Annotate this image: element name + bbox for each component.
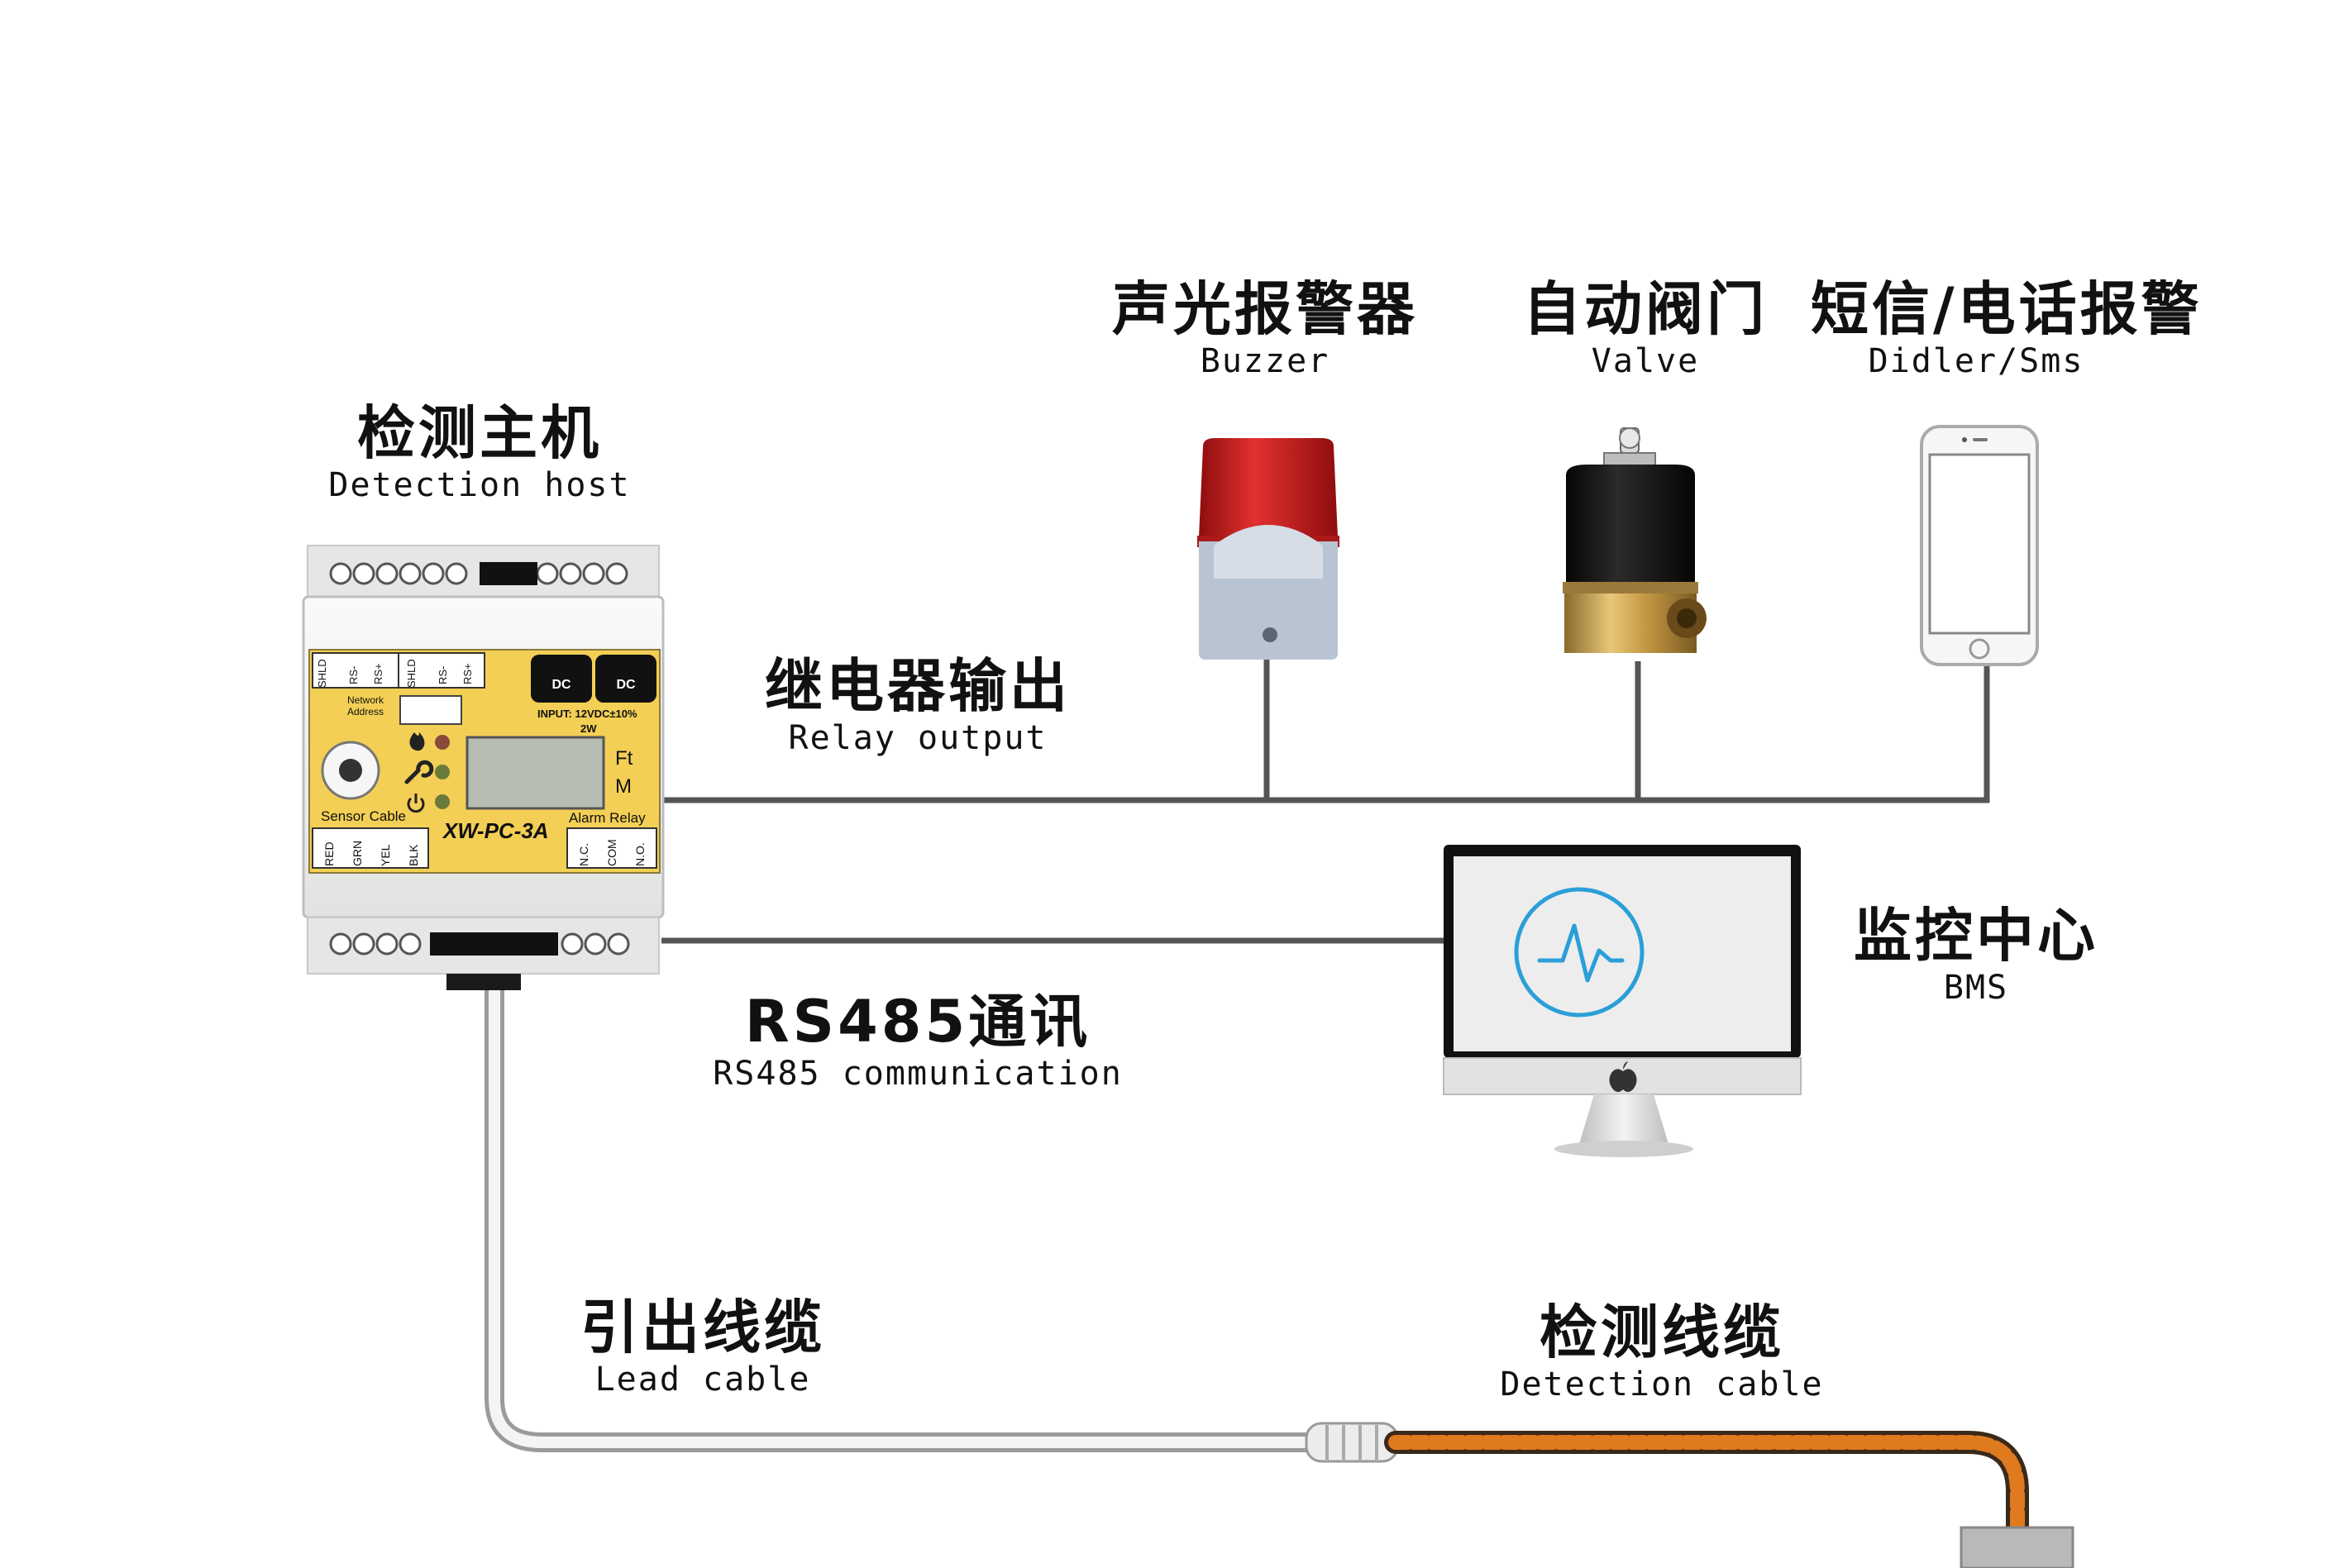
cable-connector <box>1305 1422 1399 1463</box>
lead-cable-label-en: Lead cable <box>594 1361 811 1399</box>
buzzer-label-en: Buzzer <box>1200 342 1330 380</box>
valve-device <box>1563 427 1707 653</box>
detection-cable-label-en: Detection cable <box>1500 1365 1824 1404</box>
term-com: COM <box>605 839 618 866</box>
sms-label: 短信/电话报警 Didler/Sms <box>1811 275 2203 380</box>
term-rs-minus-2: RS- <box>437 665 449 684</box>
flame-icon <box>409 732 425 751</box>
bms-label-cn: 监控中心 <box>1854 902 2098 970</box>
relay-label-cn: 继电器输出 <box>765 652 1071 720</box>
monitor-device <box>1443 845 1802 1157</box>
phone-device <box>1920 425 2039 666</box>
term-rs-plus-2: RS+ <box>461 663 474 684</box>
rs485-label-en: RS485 communication <box>713 1055 1123 1093</box>
term-rs-plus-1: RS+ <box>372 663 384 684</box>
unit-ft-label: Ft <box>615 747 633 770</box>
valve-label-cn: 自动阀门 <box>1523 275 1768 343</box>
host-label-en: Detection host <box>328 466 631 504</box>
valve-label: 自动阀门 Valve <box>1488 276 1802 380</box>
model-label: XW-PC-3A <box>443 818 549 843</box>
detection-cable-label-cn: 检测线缆 <box>1540 1299 1784 1366</box>
detection-cable-label: 检测线缆 Detection cable <box>1497 1299 1827 1404</box>
host-label: 检测主机 Detection host <box>314 400 645 504</box>
unit-m-label: M <box>615 775 632 798</box>
term-blk: BLK <box>407 844 420 866</box>
term-nc: N.C. <box>577 843 590 866</box>
wrench-icon <box>404 760 434 784</box>
pulse-icon <box>1537 923 1625 983</box>
buzzer-label: 声光报警器 Buzzer <box>1100 276 1430 380</box>
bms-label: 监控中心 BMS <box>1819 903 2133 1007</box>
valve-label-en: Valve <box>1591 342 1700 380</box>
buzzer-device <box>1197 438 1339 660</box>
term-no: N.O. <box>633 842 647 866</box>
sms-label-en: Didler/Sms <box>1868 342 2084 380</box>
term-shld-2: SHLD <box>405 659 418 688</box>
dc-label-2: DC <box>616 678 636 692</box>
term-rs-minus-1: RS- <box>347 665 360 684</box>
relay-label: 继电器输出 Relay output <box>728 653 1108 757</box>
network-address-label: Network Address <box>346 694 384 717</box>
cable-end-block <box>1960 1526 2074 1568</box>
detection-host-device <box>302 545 665 990</box>
lead-cable-label-cn: 引出线缆 <box>580 1294 825 1361</box>
host-label-cn: 检测主机 <box>357 399 602 467</box>
term-red: RED <box>322 841 336 866</box>
input-spec-label: INPUT: 12VDC±10% <box>537 708 637 720</box>
power-icon <box>407 794 425 813</box>
term-grn: GRN <box>351 840 364 866</box>
buzzer-label-cn: 声光报警器 <box>1112 275 1418 343</box>
lead-cable-label: 引出线缆 Lead cable <box>546 1294 860 1399</box>
term-yel: YEL <box>379 844 392 866</box>
term-shld-1: SHLD <box>316 659 328 688</box>
alarm-relay-label: Alarm Relay <box>569 810 646 826</box>
sensor-cable-label: Sensor Cable <box>321 808 407 824</box>
sms-label-cn: 短信/电话报警 <box>1811 275 2203 343</box>
power-spec-label: 2W <box>580 722 597 735</box>
bms-label-en: BMS <box>1943 969 2009 1007</box>
relay-output-wires <box>661 657 1990 803</box>
dc-label-1: DC <box>551 678 571 692</box>
apple-icon <box>1609 1061 1637 1092</box>
rs485-label: RS485通讯 RS485 communication <box>695 989 1141 1093</box>
relay-label-en: Relay output <box>788 719 1048 757</box>
rs485-label-cn: RS485通讯 <box>744 988 1091 1056</box>
